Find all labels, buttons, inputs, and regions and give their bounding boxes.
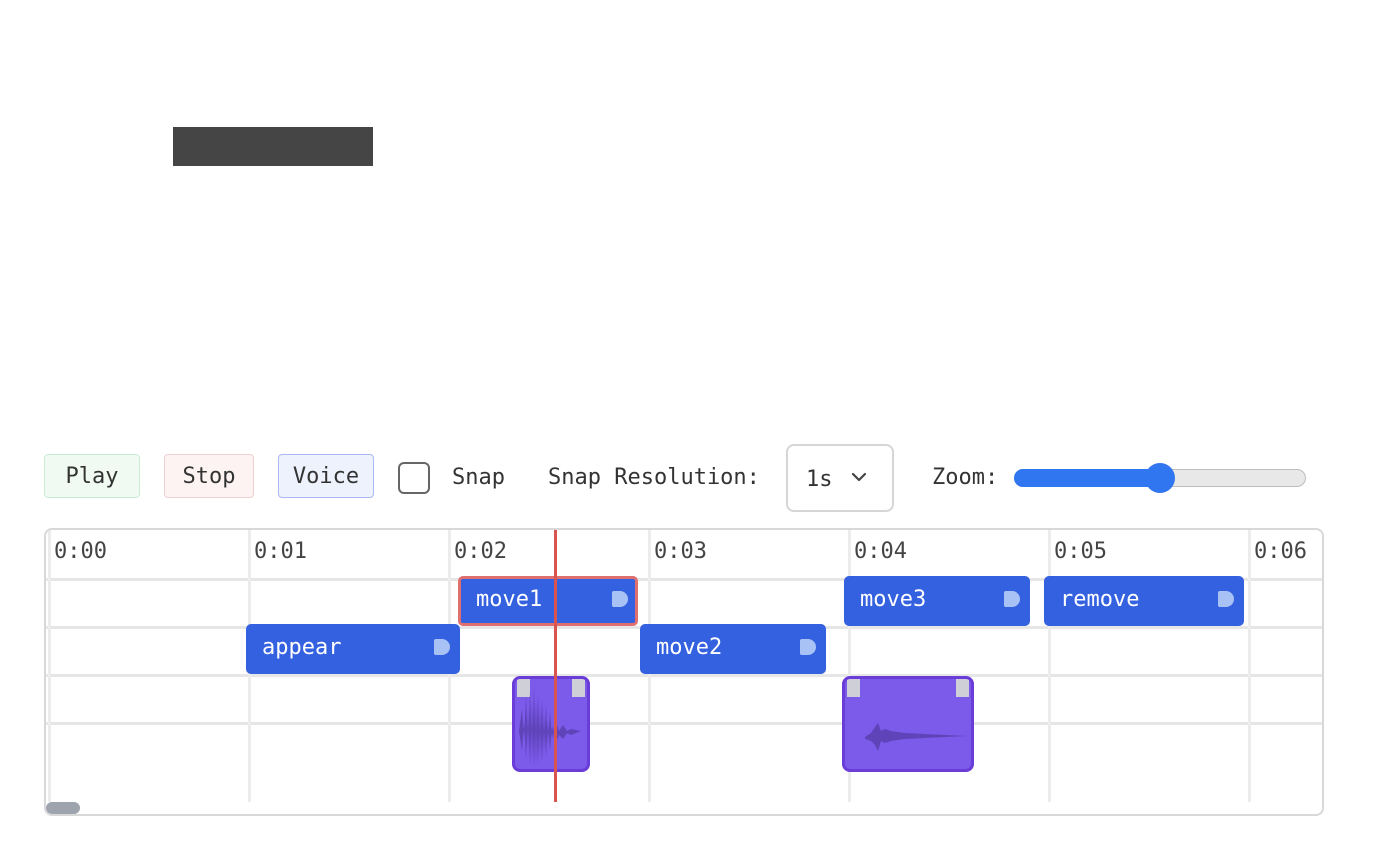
grid-line [1248, 530, 1251, 802]
voice-trim-handle[interactable] [517, 679, 530, 697]
zoom-slider[interactable] [1014, 463, 1306, 493]
voice-clip[interactable] [512, 676, 590, 772]
clip-label: remove [1060, 587, 1140, 612]
clip-move3[interactable]: move3 [844, 576, 1030, 626]
zoom-slider-thumb[interactable] [1145, 463, 1175, 493]
clip-resize-handle[interactable] [612, 591, 628, 607]
row-divider [46, 674, 1322, 677]
snap-resolution-label: Snap Resolution: [548, 465, 760, 490]
timeline-toolbar: Play Stop Voice Snap Snap Resolution: 1s… [44, 444, 1314, 512]
voice-clip[interactable] [842, 676, 974, 772]
time-tick-label: 0:01 [254, 539, 307, 564]
stop-button[interactable]: Stop [164, 454, 254, 498]
waveform-graphic [519, 687, 581, 767]
zoom-label: Zoom: [932, 465, 999, 490]
snap-resolution-select[interactable]: 1s [786, 444, 894, 512]
clip-label: move2 [656, 635, 723, 660]
grid-line [1048, 530, 1051, 802]
zoom-slider-fill [1014, 469, 1160, 487]
time-tick-label: 0:00 [54, 539, 107, 564]
clip-resize-handle[interactable] [800, 639, 816, 655]
time-tick-label: 0:03 [654, 539, 707, 564]
clip-label: appear [262, 635, 342, 660]
snap-checkbox[interactable] [398, 462, 430, 494]
time-tick-label: 0:04 [854, 539, 907, 564]
row-divider [46, 722, 1322, 725]
voice-trim-handle[interactable] [572, 679, 585, 697]
clip-resize-handle[interactable] [1004, 591, 1020, 607]
playhead[interactable] [554, 530, 557, 802]
voice-trim-handle[interactable] [956, 679, 969, 697]
play-button[interactable]: Play [44, 454, 140, 498]
clip-label: move3 [860, 587, 927, 612]
voice-trim-handle[interactable] [847, 679, 860, 697]
clip-resize-handle[interactable] [434, 639, 450, 655]
clip-appear[interactable]: appear [246, 624, 460, 674]
chevron-down-icon [851, 472, 867, 482]
snap-resolution-value: 1s [806, 467, 833, 492]
clip-move2[interactable]: move2 [640, 624, 826, 674]
horizontal-scrollbar[interactable] [46, 802, 80, 814]
grid-line [848, 530, 851, 802]
time-tick-label: 0:05 [1054, 539, 1107, 564]
time-tick-label: 0:06 [1254, 539, 1307, 564]
stage-object [173, 127, 373, 166]
time-tick-label: 0:02 [454, 539, 507, 564]
voice-button[interactable]: Voice [278, 454, 374, 498]
waveform-graphic [865, 723, 969, 751]
snap-label: Snap [452, 465, 505, 490]
timeline-area[interactable]: 0:00 0:01 0:02 0:03 0:04 0:05 0:06 appear move1… [44, 528, 1324, 816]
clip-label: move1 [476, 587, 543, 612]
clip-move1[interactable]: move1 [458, 576, 638, 626]
clip-remove[interactable]: remove [1044, 576, 1244, 626]
row-divider [46, 578, 1322, 581]
grid-line [48, 530, 51, 802]
clip-resize-handle[interactable] [1218, 591, 1234, 607]
